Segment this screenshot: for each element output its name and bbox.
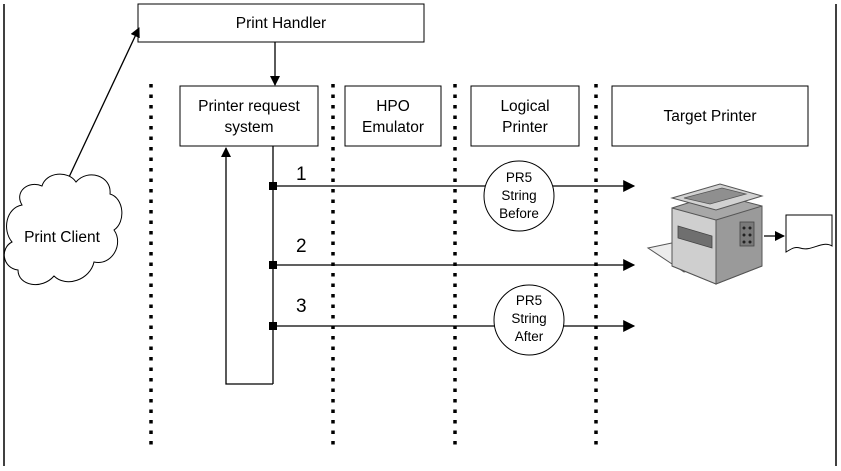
pr5-before-line2: String [501, 188, 536, 203]
print-handler-box: Print Handler [137, 3, 425, 43]
target-printer-label: Target Printer [663, 108, 756, 125]
logical-printer-label-line2: Printer [502, 119, 548, 136]
path-3: 3 PR5 String After [269, 284, 636, 356]
paper-output-icon [785, 214, 833, 253]
path-2-junction [269, 261, 277, 269]
hpo-emulator-box: HPO Emulator [344, 85, 442, 147]
printer-request-system-label-line2: system [224, 119, 273, 136]
printer-icon [646, 183, 764, 285]
printer-request-system-box: Printer request system [179, 85, 319, 147]
path-3-junction [269, 322, 277, 330]
path-1-number: 1 [296, 164, 307, 185]
pr5-after-circle: PR5 String After [493, 284, 565, 356]
path-3-number: 3 [296, 296, 307, 317]
pr5-before-circle: PR5 String Before [483, 160, 555, 232]
return-loop-arrow [221, 147, 273, 385]
logical-printer-label-line1: Logical [500, 98, 549, 115]
pr5-after-line3: After [515, 329, 544, 344]
pr5-after-line2: String [511, 311, 546, 326]
hpo-emulator-label-line1: HPO [376, 98, 410, 115]
path-2: 2 [269, 236, 636, 271]
printer-request-system-label-line1: Printer request [198, 98, 300, 115]
print-handler-label: Print Handler [236, 15, 326, 32]
client-to-handler-arrow [61, 27, 140, 193]
path-1: 1 PR5 String Before [269, 160, 636, 232]
cloud-icon: Print Client [3, 173, 123, 285]
pr5-after-line1: PR5 [516, 293, 542, 308]
pr5-before-line3: Before [499, 206, 539, 221]
pr5-before-line1: PR5 [506, 170, 532, 185]
logical-printer-box: Logical Printer [470, 85, 580, 147]
target-printer-box: Target Printer [611, 85, 809, 147]
path-2-number: 2 [296, 236, 307, 257]
print-client-label: Print Client [24, 229, 100, 246]
path-1-junction [269, 182, 277, 190]
hpo-emulator-label-line2: Emulator [362, 119, 424, 136]
